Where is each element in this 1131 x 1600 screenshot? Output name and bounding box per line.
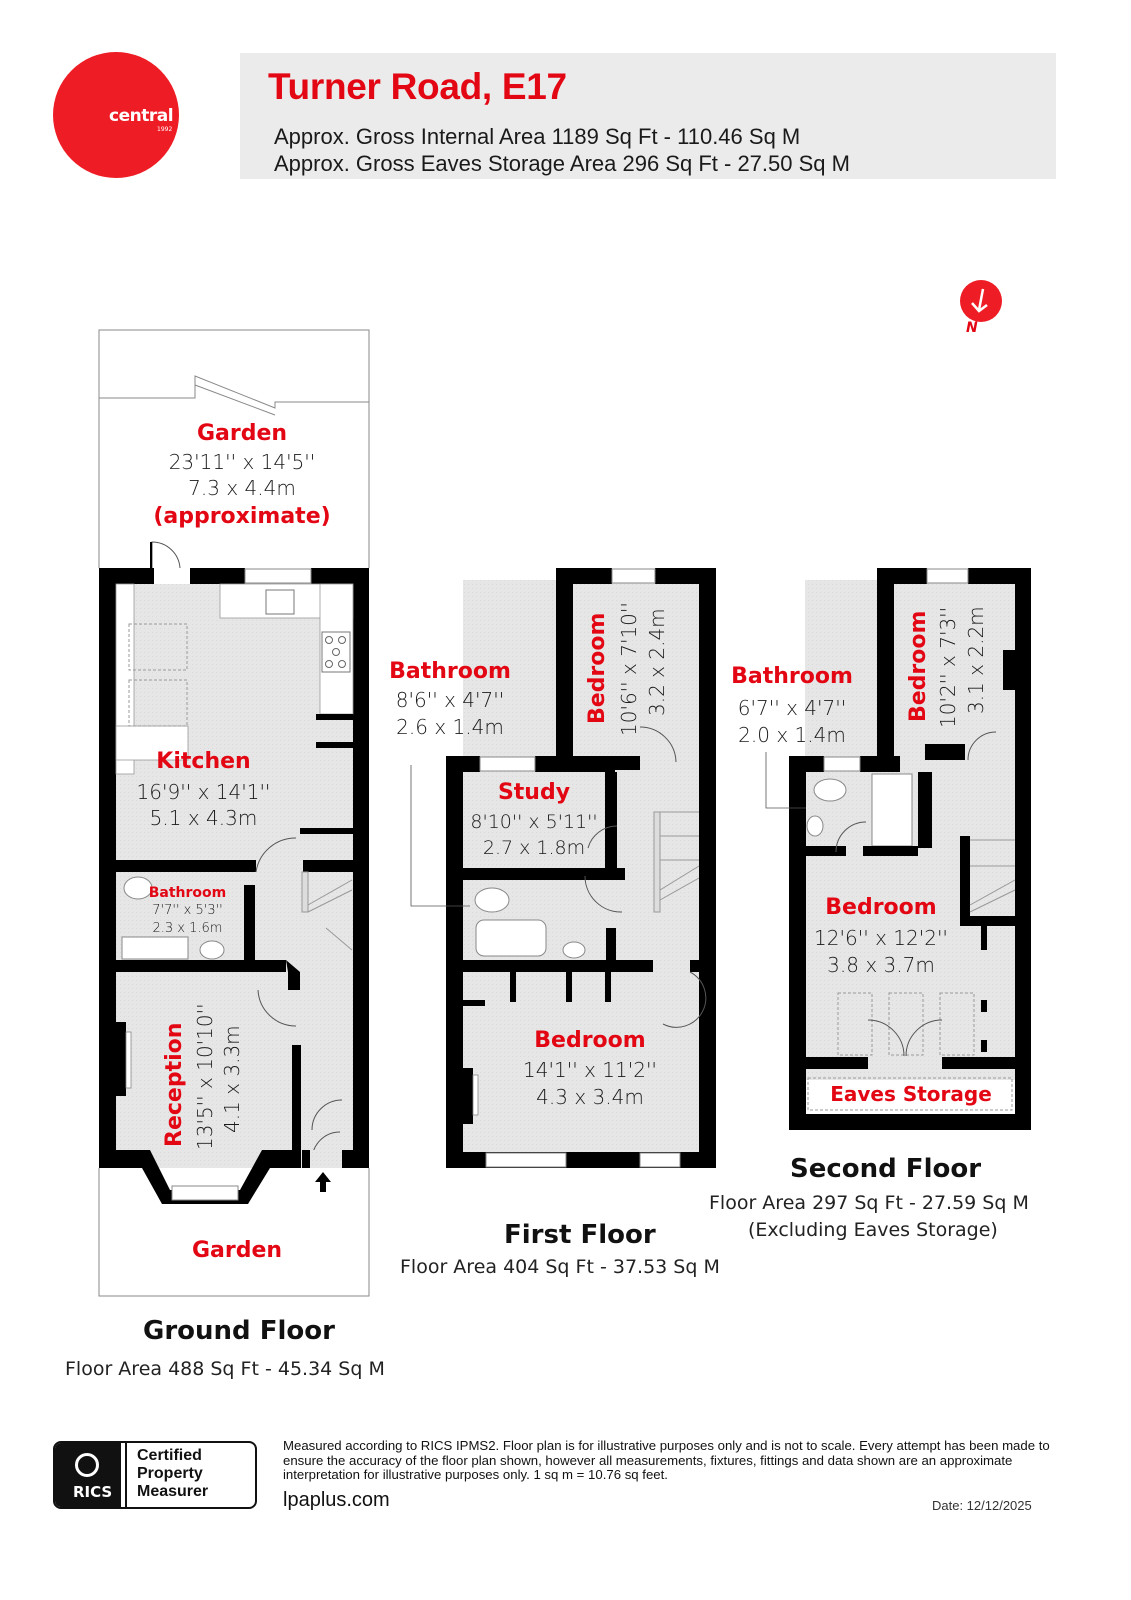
- first-floor-plan: [410, 568, 716, 1168]
- second-bedroom-main-imperial: 12'6'' x 12'2'': [814, 926, 948, 950]
- ground-bathroom-metric: 2.3 x 1.6m: [152, 921, 223, 936]
- badge-divider: [125, 1443, 127, 1507]
- second-floor-title: Second Floor: [790, 1154, 982, 1184]
- room-label-first-bathroom: Bathroom: [389, 659, 511, 684]
- logo-year: 1992: [157, 126, 173, 133]
- second-floor-plan: [765, 568, 1031, 1130]
- garden-rear-note: (approximate): [153, 504, 331, 529]
- property-title: Turner Road, E17: [268, 66, 567, 107]
- room-label-kitchen: Kitchen: [156, 749, 251, 774]
- room-label-second-bathroom: Bathroom: [731, 664, 853, 689]
- ground-bathroom-imperial: 7'7'' x 5'3'': [152, 903, 223, 918]
- kitchen-metric: 5.1 x 4.3m: [149, 806, 258, 830]
- first-bedroom-main-imperial: 14'1'' x 11'2'': [523, 1058, 657, 1082]
- ground-floor-area: Floor Area 488 Sq Ft - 45.34 Sq M: [65, 1358, 385, 1380]
- badge-text: Certified Property Measurer: [137, 1447, 208, 1501]
- gross-eaves-area: Approx. Gross Eaves Storage Area 296 Sq …: [274, 151, 850, 176]
- north-arrow-icon: [960, 280, 1002, 322]
- garden-rear-imperial: 23'11'' x 14'5'': [168, 450, 316, 474]
- room-label-second-bedroom-small: Bedroom: [906, 610, 931, 722]
- rics-mark: RICS: [55, 1443, 121, 1507]
- room-label-reception: Reception: [162, 1022, 187, 1147]
- website-link[interactable]: lpaplus.com: [283, 1489, 390, 1511]
- second-bedroom-small-imperial: 10'2'' x 7'3'': [936, 606, 960, 728]
- reception-metric: 4.1 x 3.3m: [220, 1025, 244, 1133]
- gross-internal-area: Approx. Gross Internal Area 1189 Sq Ft -…: [274, 124, 801, 149]
- badge-line-2: Property: [137, 1465, 203, 1482]
- first-bathroom-metric: 2.6 x 1.4m: [396, 715, 504, 739]
- garden-rear-metric: 7.3 x 4.4m: [188, 476, 296, 500]
- central-logo: central 1992: [53, 52, 179, 178]
- room-label-first-bedroom-small: Bedroom: [585, 612, 610, 724]
- first-bedroom-small-imperial: 10'6'' x 7'10'': [617, 602, 641, 736]
- ground-floor-plan: [98, 329, 370, 1297]
- second-bedroom-main-metric: 3.8 x 3.7m: [827, 953, 935, 977]
- room-label-garden-rear: Garden: [196, 421, 288, 446]
- study-imperial: 8'10'' x 5'11'': [470, 811, 598, 833]
- room-label-first-bedroom-main: Bedroom: [534, 1028, 646, 1053]
- reception-imperial: 13'5'' x 10'10'': [193, 1003, 217, 1150]
- first-bedroom-small-metric: 3.2 x 2.4m: [645, 608, 669, 716]
- first-bathroom-imperial: 8'6'' x 4'7'': [395, 688, 505, 712]
- room-label-eaves-storage: Eaves Storage: [830, 1082, 992, 1106]
- badge-line-1: Certified: [137, 1447, 202, 1464]
- ground-floor-title: Ground Floor: [143, 1316, 335, 1346]
- room-label-ground-bathroom: Bathroom: [148, 885, 227, 901]
- second-floor-area: Floor Area 297 Sq Ft - 27.59 Sq M: [709, 1192, 1029, 1214]
- rics-certified-badge: RICS Certified Property Measurer: [53, 1441, 257, 1509]
- second-bathroom-metric: 2.0 x 1.4m: [738, 723, 846, 747]
- rics-org: RICS: [73, 1483, 113, 1501]
- room-label-garden-front: Garden: [191, 1238, 283, 1263]
- second-bedroom-small-metric: 3.1 x 2.2m: [964, 606, 988, 714]
- plan-date: Date: 12/12/2025: [932, 1498, 1032, 1513]
- study-metric: 2.7 x 1.8m: [482, 837, 586, 859]
- kitchen-imperial: 16'9'' x 14'1'': [136, 780, 271, 804]
- badge-line-3: Measurer: [137, 1483, 209, 1500]
- room-label-second-bedroom-main: Bedroom: [825, 895, 937, 920]
- disclaimer-text: Measured according to RICS IPMS2. Floor …: [283, 1438, 1050, 1482]
- north-label: N: [966, 320, 978, 336]
- rics-lion-icon: [75, 1453, 99, 1477]
- logo-wordmark: central: [109, 106, 174, 126]
- first-floor-area: Floor Area 404 Sq Ft - 37.53 Sq M: [400, 1256, 720, 1278]
- second-bathroom-imperial: 6'7'' x 4'7'': [737, 696, 847, 720]
- first-floor-title: First Floor: [504, 1220, 656, 1250]
- room-label-study: Study: [497, 780, 571, 805]
- second-floor-area-note: (Excluding Eaves Storage): [748, 1219, 998, 1241]
- first-bedroom-main-metric: 4.3 x 3.4m: [536, 1085, 644, 1109]
- header-band: [240, 53, 1056, 179]
